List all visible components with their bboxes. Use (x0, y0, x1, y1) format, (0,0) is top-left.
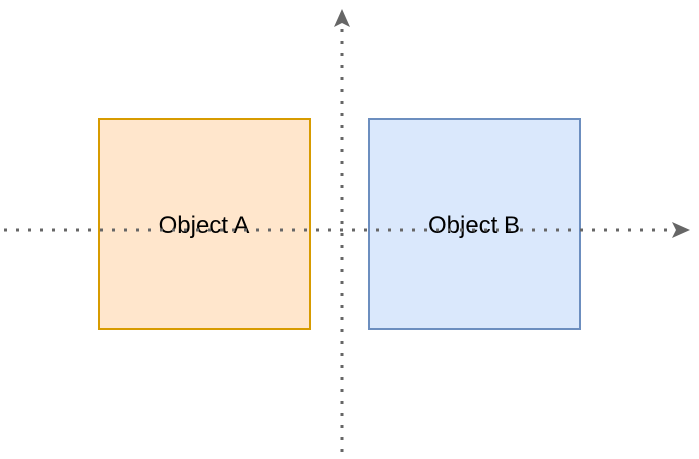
object-b-box[interactable] (368, 118, 581, 330)
object-b-label: Object B (428, 212, 520, 239)
arrow-right-icon (672, 222, 690, 238)
object-a-label: Object A (159, 212, 250, 239)
arrow-up-icon (334, 9, 350, 27)
object-a-box[interactable] (98, 118, 311, 330)
